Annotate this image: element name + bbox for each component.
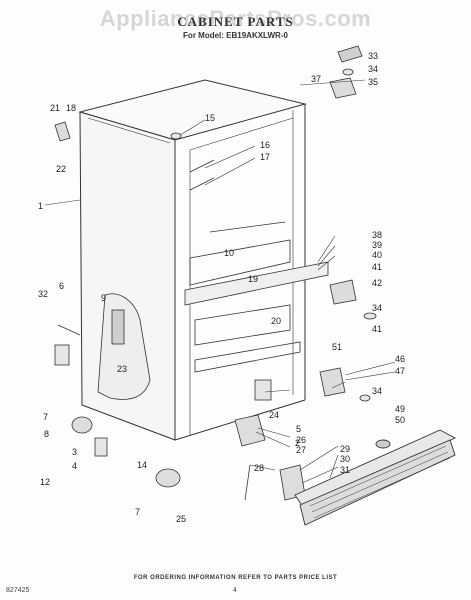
- callout-26: 26: [296, 435, 306, 445]
- callout-17: 17: [260, 152, 270, 162]
- callout-16: 16: [260, 140, 270, 150]
- callout-12: 12: [40, 477, 50, 487]
- callout-42: 42: [372, 278, 382, 288]
- callout-10: 10: [224, 248, 234, 258]
- ordering-information-note: FOR ORDERING INFORMATION REFER TO PARTS …: [133, 575, 338, 581]
- callout-1: 1: [38, 201, 43, 211]
- callout-3: 3: [72, 447, 77, 457]
- callout-46: 46: [395, 354, 405, 364]
- callout-30: 30: [340, 454, 350, 464]
- callout-23: 23: [117, 364, 127, 374]
- callout-51: 51: [332, 342, 342, 352]
- callout-35: 35: [368, 77, 378, 87]
- callout-8: 8: [44, 429, 49, 439]
- callout-34-lower: 34: [372, 386, 382, 396]
- top-hinge: [54, 121, 215, 191]
- callout-29: 29: [340, 444, 350, 454]
- callout-24: 24: [269, 410, 279, 420]
- callout-7-upper: 7: [43, 412, 48, 422]
- callout-22: 22: [56, 164, 66, 174]
- hinge-hardware: [319, 45, 377, 402]
- callout-31: 31: [340, 465, 350, 475]
- callout-25: 25: [176, 514, 186, 524]
- callout-2: 2: [295, 438, 300, 448]
- watermark: AppliancePartsPros.com: [99, 6, 372, 31]
- lower-hardware: [71, 379, 306, 501]
- leader-lines: [44, 79, 396, 484]
- callout-41-lower: 41: [372, 324, 382, 334]
- callout-40: 40: [372, 250, 382, 260]
- callout-7-lower: 7: [135, 507, 140, 517]
- diagram-title: CABINET PARTS: [177, 14, 294, 29]
- callout-4: 4: [72, 461, 77, 471]
- callout-49: 49: [395, 404, 405, 414]
- callout-32: 32: [38, 289, 48, 299]
- callout-14: 14: [137, 460, 147, 470]
- callout-5: 5: [296, 424, 301, 434]
- callout-18: 18: [66, 103, 76, 113]
- document-number: 827425: [6, 587, 30, 594]
- page-number: 4: [233, 587, 237, 594]
- toe-grille: [294, 429, 456, 526]
- callout-19: 19: [248, 274, 258, 284]
- callout-41-upper: 41: [372, 262, 382, 272]
- model-subtitle: For Model: EB19AKXLWR-0: [183, 31, 288, 40]
- callout-6: 6: [59, 281, 64, 291]
- callout-33: 33: [368, 51, 378, 61]
- callout-28: 28: [254, 463, 264, 473]
- interior-shelves: [184, 221, 329, 373]
- side-panel-kit: [54, 293, 151, 400]
- callout-50: 50: [395, 415, 405, 425]
- callout-labels: 1 2 3 4 5 6 7 7 8 9 10 12 14 15 16 17 18…: [38, 51, 405, 524]
- callout-34-middle: 34: [372, 303, 382, 313]
- callout-34-top: 34: [368, 64, 378, 74]
- callout-15: 15: [205, 113, 215, 123]
- callout-20: 20: [271, 316, 281, 326]
- callout-38: 38: [372, 230, 382, 240]
- callout-39: 39: [372, 240, 382, 250]
- callout-37: 37: [311, 74, 321, 84]
- callout-21: 21: [50, 103, 60, 113]
- callout-9: 9: [101, 293, 106, 303]
- callout-27: 27: [296, 445, 306, 455]
- callout-47: 47: [395, 366, 405, 376]
